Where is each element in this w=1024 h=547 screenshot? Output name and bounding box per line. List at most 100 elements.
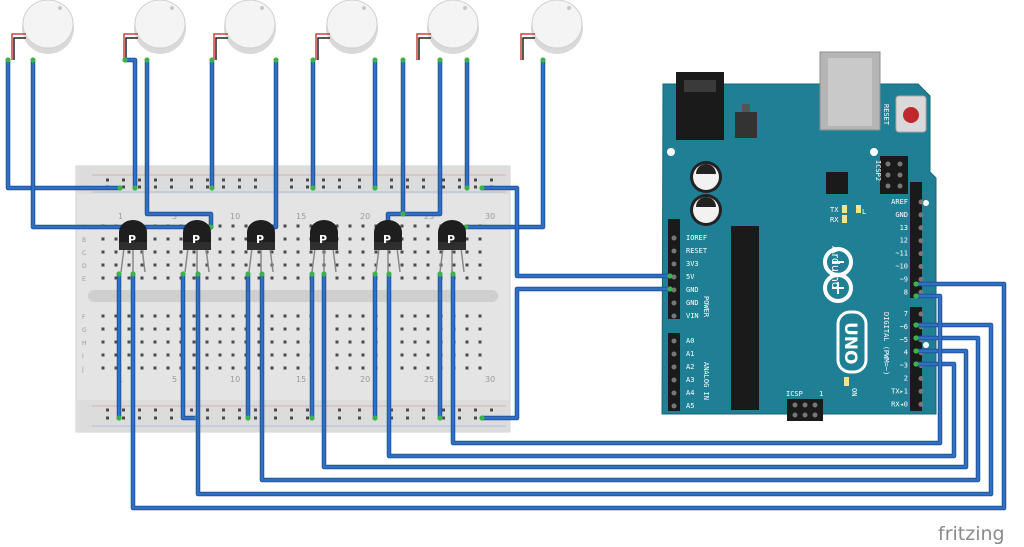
digital-pin-label: ~3 (900, 362, 908, 370)
rail-hole (122, 185, 125, 189)
terminal-hole (361, 224, 365, 228)
terminal-hole (166, 327, 170, 331)
transistor-label: P (256, 233, 264, 246)
terminal-hole (218, 276, 222, 280)
terminal-hole (361, 250, 365, 254)
piezo-buzzer (520, 0, 583, 60)
terminal-hole (114, 263, 118, 267)
wire-end (310, 185, 316, 191)
wire-end (913, 361, 919, 367)
terminal-hole (153, 250, 157, 254)
transistor-label: P (192, 233, 200, 246)
rail-hole (458, 416, 461, 420)
wire-end (913, 348, 919, 354)
terminal-hole (296, 314, 300, 318)
digital-pin-label: ~9 (900, 275, 908, 283)
rail-hole (106, 416, 109, 420)
terminal-hole (309, 250, 313, 254)
terminal-hole (361, 353, 365, 357)
terminal-hole (413, 224, 417, 228)
digital-pin-hole (918, 388, 924, 394)
digital-section-label: DIGITAL (PWM=~) (882, 312, 890, 375)
power-pin-hole (671, 261, 677, 267)
terminal-hole (374, 263, 378, 267)
digital-pin-label: RX◂0 (891, 400, 908, 408)
terminal-hole (335, 366, 339, 370)
terminal-hole (192, 263, 196, 267)
microcontroller-chip (731, 226, 759, 410)
wire-end (5, 57, 11, 63)
terminal-hole (283, 276, 287, 280)
terminal-hole (127, 353, 131, 357)
terminal-hole (348, 276, 352, 280)
wire-end (144, 57, 150, 63)
rail-hole (406, 408, 409, 412)
terminal-hole (335, 327, 339, 331)
digital-pin-label: TX▸1 (891, 387, 908, 395)
rail-hole (206, 178, 209, 182)
terminal-hole (400, 276, 404, 280)
terminal-hole (478, 353, 482, 357)
terminal-hole (166, 263, 170, 267)
terminal-hole (374, 250, 378, 254)
terminal-hole (400, 340, 404, 344)
transistor-label: P (128, 233, 136, 246)
icsp2-label: ICSP2 (874, 160, 882, 181)
voltage-regulator (735, 112, 757, 138)
terminal-hole (478, 340, 482, 344)
terminal-hole (140, 327, 144, 331)
wire-end (122, 57, 128, 63)
terminal-hole (465, 340, 469, 344)
wire-end (667, 273, 673, 279)
terminal-hole (348, 237, 352, 241)
terminal-hole (101, 366, 105, 370)
fritzing-watermark: fritzing (938, 523, 1005, 545)
bb-col-num-bottom: 5 (172, 375, 177, 384)
wire-end (372, 415, 378, 421)
terminal-hole (153, 366, 157, 370)
terminal-hole (478, 314, 482, 318)
rail-hole (422, 185, 425, 189)
terminal-hole (166, 366, 170, 370)
terminal-hole (400, 314, 404, 318)
terminal-hole (101, 263, 105, 267)
terminal-hole (231, 340, 235, 344)
terminal-hole (348, 224, 352, 228)
transistor-label: P (447, 233, 455, 246)
wire (403, 60, 442, 216)
bb-col-num-bottom: 15 (296, 375, 306, 384)
model-label: UNO (840, 322, 860, 364)
terminal-hole (114, 327, 118, 331)
terminal-hole (361, 340, 365, 344)
terminal-hole (426, 263, 430, 267)
terminal-hole (218, 237, 222, 241)
rail-hole (306, 185, 309, 189)
terminal-hole (426, 224, 430, 228)
rail-hole (254, 408, 257, 412)
terminal-hole (413, 327, 417, 331)
power-pin-label: VIN (686, 312, 699, 320)
reset-button[interactable] (895, 95, 927, 133)
dc-power-jack (676, 72, 724, 140)
terminal-hole (465, 250, 469, 254)
power-pin-hole (671, 300, 677, 306)
terminal-hole (270, 366, 274, 370)
wire-end (479, 415, 485, 421)
terminal-hole (218, 353, 222, 357)
mount-hole (667, 148, 675, 156)
terminal-hole (426, 314, 430, 318)
terminal-hole (348, 340, 352, 344)
terminal-hole (348, 263, 352, 267)
terminal-hole (270, 340, 274, 344)
terminal-hole (270, 276, 274, 280)
wire-end (245, 271, 251, 277)
terminal-hole (400, 224, 404, 228)
tx-label: TX (830, 206, 839, 214)
terminal-hole (478, 237, 482, 241)
wire-end (117, 185, 123, 191)
rail-hole (206, 408, 209, 412)
terminal-hole (283, 250, 287, 254)
terminal-hole (257, 353, 261, 357)
bb-col-num-top: 30 (485, 212, 495, 221)
